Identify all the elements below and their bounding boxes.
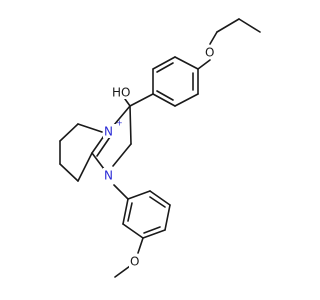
ring-double-bond xyxy=(127,202,133,222)
label-bg xyxy=(103,124,117,138)
bond-o-ethyl xyxy=(209,31,218,45)
ethoxyphenyl-ring xyxy=(152,56,199,107)
atom-o-ethoxy: O xyxy=(205,46,214,60)
ring-bond xyxy=(59,123,79,142)
structure-diagram: O HO N + N O xyxy=(59,18,261,278)
ring-bond xyxy=(152,56,176,70)
ring-bond xyxy=(59,163,79,182)
bond-c8a-nplus-double xyxy=(96,136,111,157)
atom-hydroxy: HO xyxy=(112,86,130,100)
bond-aryl-o-methoxy xyxy=(137,237,144,254)
atom-n-aryl: N xyxy=(104,169,113,183)
label-bg xyxy=(111,85,135,99)
ring-double-bond xyxy=(149,196,166,208)
ring-bond xyxy=(77,123,103,133)
atom-n-plus: N xyxy=(104,125,113,139)
methoxyphenyl-ring xyxy=(122,190,171,239)
bond-ethyl-ch2 xyxy=(216,18,240,33)
ring-double-bond xyxy=(156,90,174,101)
label-bg xyxy=(103,168,117,182)
ring-bond xyxy=(174,93,199,107)
ring-bond xyxy=(152,93,176,107)
bond-aryl-c3 xyxy=(129,93,154,107)
ring-double-bond xyxy=(143,226,161,234)
molecule-canvas: O HO N + N O xyxy=(59,18,261,278)
bond-o-methyl xyxy=(114,265,131,278)
ring-bond xyxy=(77,152,93,182)
bond-ch2-n1 xyxy=(112,143,132,167)
ring-bond xyxy=(122,198,129,225)
bond-n1-aryl xyxy=(113,184,129,200)
ring-double-bond xyxy=(156,62,174,73)
ring-bond xyxy=(164,204,171,231)
imidazo-ring xyxy=(91,105,132,174)
label-bg xyxy=(129,254,143,268)
bond-c3-ch2 xyxy=(129,105,132,145)
ring-bond xyxy=(149,190,171,206)
ethoxy-group xyxy=(197,18,261,70)
ring-bond xyxy=(142,229,166,239)
bond-ethyl-terminal xyxy=(238,18,261,33)
piperidine-ring xyxy=(59,123,103,182)
ring-bond xyxy=(174,56,199,70)
atom-labels: O HO N + N O xyxy=(103,45,218,269)
bond-aryl-o-ethoxy xyxy=(197,59,211,70)
charge-plus: + xyxy=(116,119,123,128)
bond-c3-nplus xyxy=(113,105,131,126)
atom-o-methoxy: O xyxy=(130,255,139,269)
bond-c3-oh xyxy=(124,98,131,107)
ring-bond xyxy=(127,190,151,200)
label-bg xyxy=(204,45,218,59)
ring-bond xyxy=(122,223,144,239)
